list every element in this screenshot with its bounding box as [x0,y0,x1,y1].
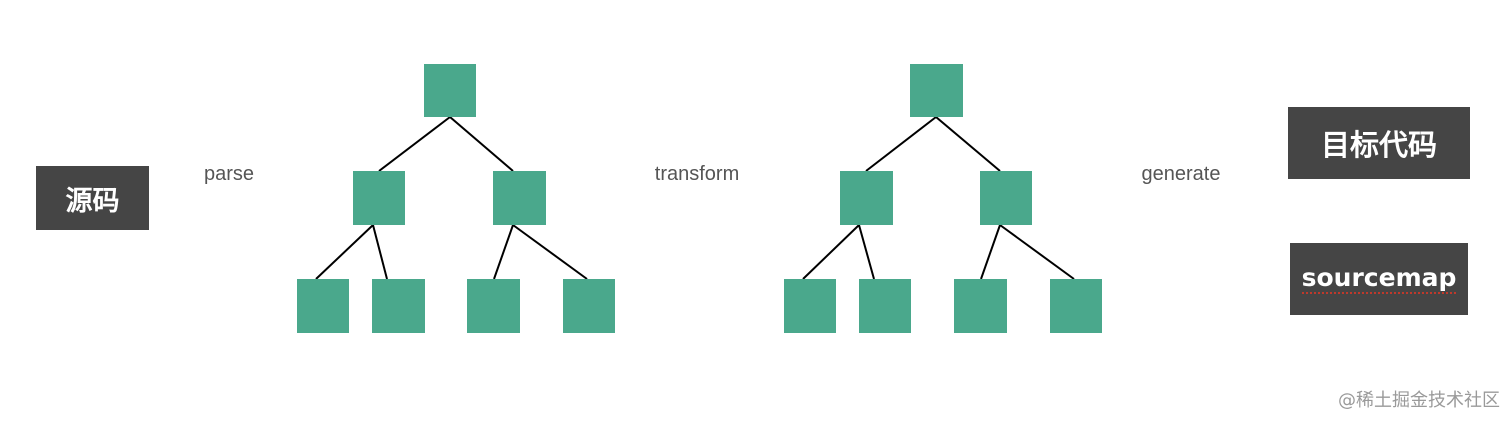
tree-edge [802,224,860,280]
tree-node [353,171,405,225]
target-code-label: 目标代码 [1320,128,1437,162]
tree-edges [315,116,588,280]
tree-edge [315,224,374,280]
watermark: @稀土掘金技术社区 [1338,390,1500,411]
parse-label: parse [203,163,255,185]
tree-node [954,279,1007,333]
tree-node [297,279,349,333]
tree-edge [865,116,937,172]
ast-tree-parsed [297,64,615,333]
target-code-box: 目标代码 [1288,107,1470,179]
tree-nodes [784,64,1102,333]
tree-edge [512,224,588,280]
tree-node-root [424,64,476,117]
tree-edge [980,224,1001,280]
generate-label: generate [1141,163,1221,185]
tree-edge [935,116,1001,172]
tree-node [493,171,546,225]
tree-node [784,279,836,333]
tree-edge [378,116,451,172]
source-code-box: 源码 [36,166,149,230]
sourcemap-label: sourcemap [1301,264,1457,295]
sourcemap-box: sourcemap [1290,243,1468,315]
tree-node [859,279,911,333]
tree-edge [449,116,514,172]
tree-node [840,171,893,225]
tree-edge [372,224,388,280]
tree-node-root [910,64,963,117]
tree-nodes [297,64,615,333]
ast-tree-transformed [784,64,1102,333]
tree-node [372,279,425,333]
tree-edge [999,224,1075,280]
tree-edge [858,224,875,280]
source-code-label: 源码 [65,185,120,217]
tree-edges [802,116,1075,280]
tree-node [980,171,1032,225]
tree-node [467,279,520,333]
tree-node [1050,279,1102,333]
transform-label: transform [654,163,740,185]
tree-edge [493,224,514,280]
tree-node [563,279,615,333]
